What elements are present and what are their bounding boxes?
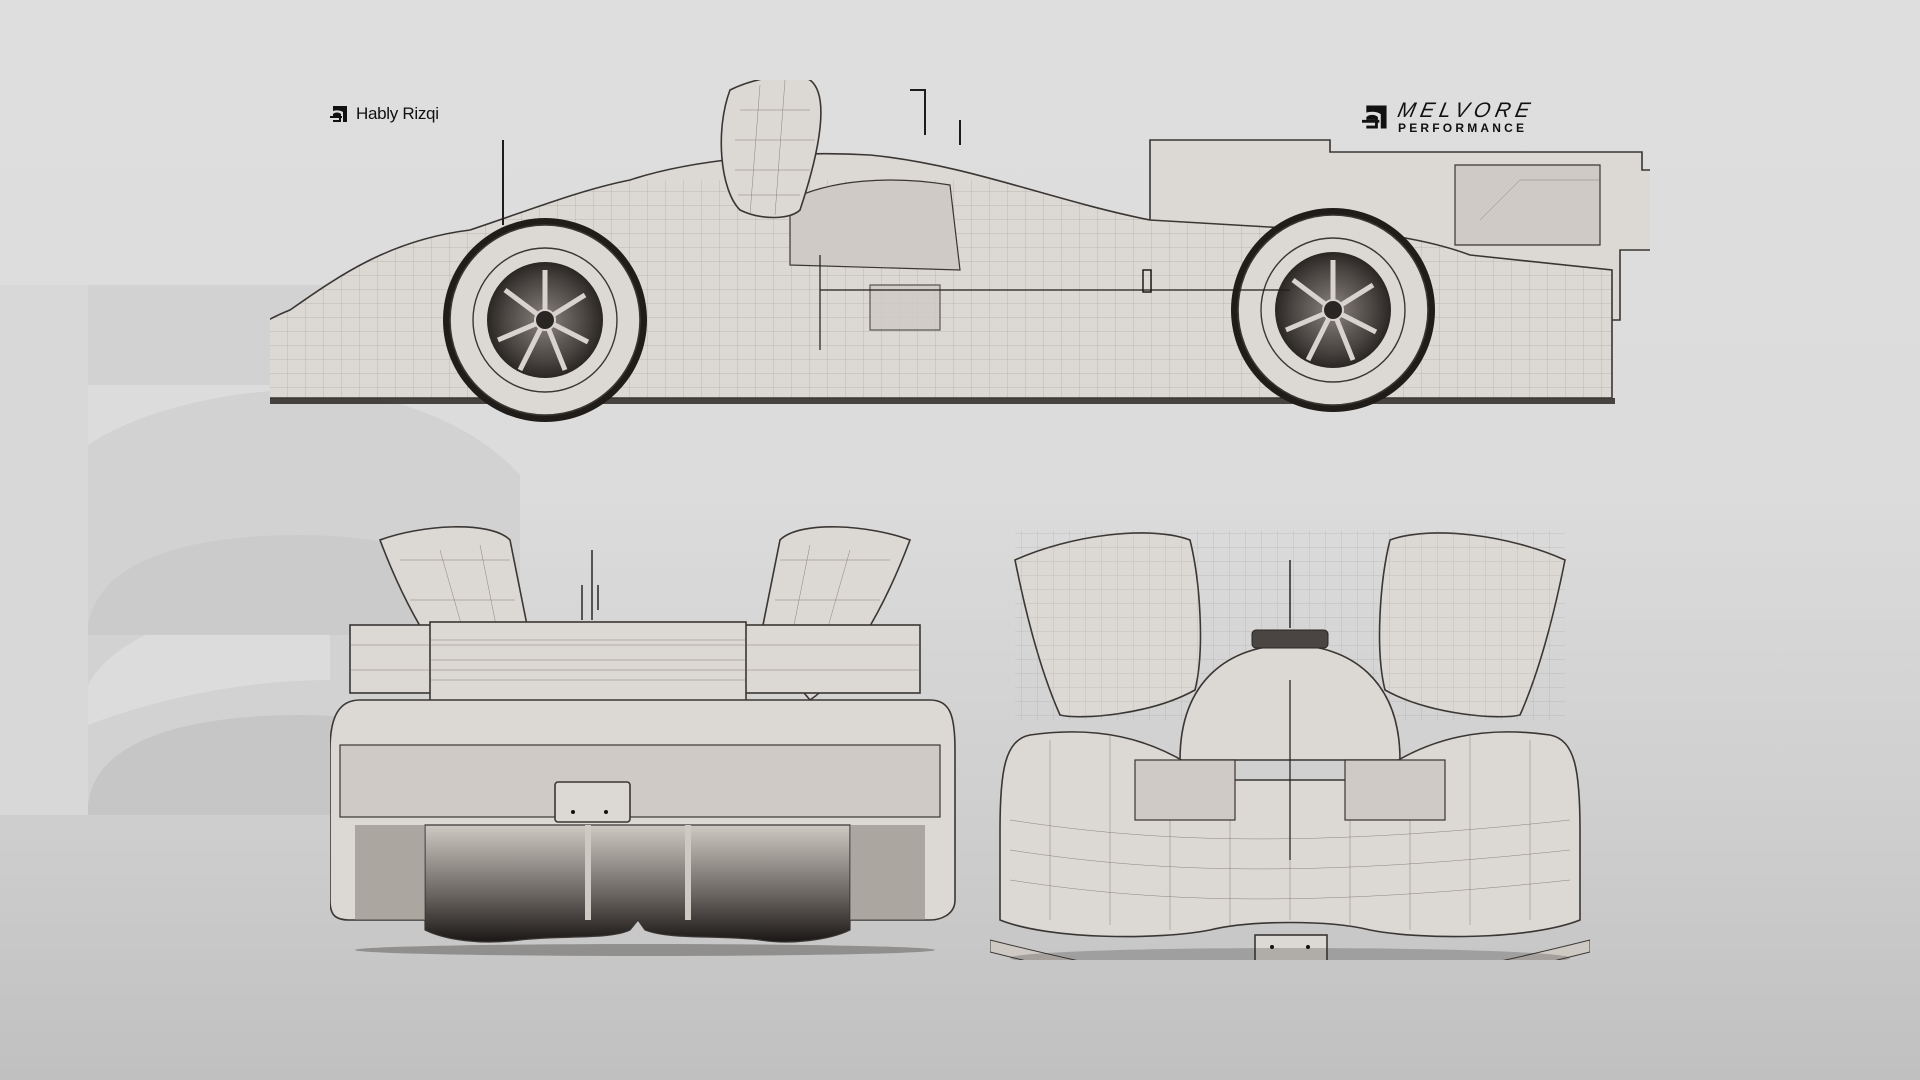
car-front-wireframe xyxy=(990,530,1590,960)
car-side-wireframe xyxy=(270,80,1650,422)
car-rear-wireframe xyxy=(330,526,956,956)
designer-brand: Hably Rizqi xyxy=(330,104,439,124)
company-name-line2: PERFORMANCE xyxy=(1398,121,1528,135)
melvore-logo-icon xyxy=(1362,105,1387,129)
designer-logo-icon xyxy=(330,106,347,122)
company-brand: MELVORE PERFORMANCE xyxy=(1362,99,1537,135)
designer-name: Hably Rizqi xyxy=(356,104,439,123)
